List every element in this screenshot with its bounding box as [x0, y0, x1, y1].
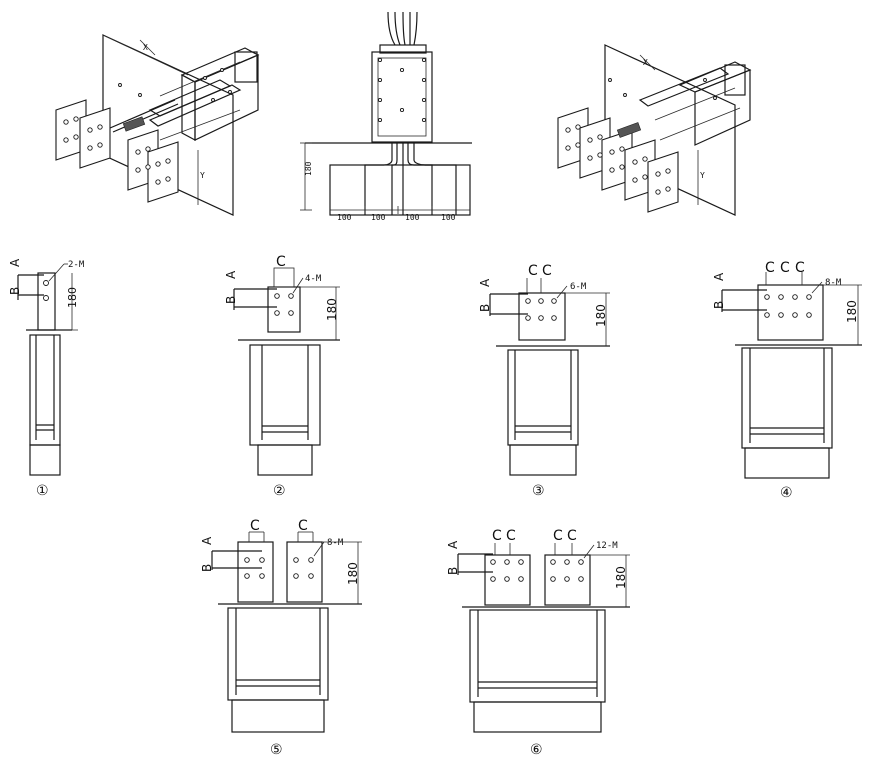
- callout-label: 2-M: [68, 260, 85, 270]
- phase-a-label: A: [8, 258, 22, 267]
- height-label: 180: [594, 304, 608, 327]
- elevation-view-center: 180 100 100 100 100: [300, 11, 472, 222]
- axis-x-label: X: [143, 43, 148, 52]
- callout-label: 8-M: [327, 538, 344, 548]
- callout-label: 8-M: [825, 278, 842, 288]
- height-label: 180: [614, 566, 628, 589]
- c-label-4: C: [567, 528, 577, 544]
- phase-b-label: B: [478, 304, 492, 312]
- callout-label: 4-M: [305, 274, 322, 284]
- isometric-view-left: X Y: [55, 34, 260, 216]
- c-label-1: C: [492, 528, 502, 544]
- c-label-2: C: [298, 518, 308, 534]
- height-label: 180: [325, 298, 339, 321]
- center-dim-3: 100: [405, 213, 420, 222]
- detail-number: ⑤: [270, 742, 283, 758]
- phase-b-label: B: [8, 287, 22, 295]
- detail-number: ③: [532, 483, 545, 499]
- c-label-1: C: [528, 263, 538, 279]
- height-label: 180: [66, 287, 79, 308]
- c-label-3: C: [795, 260, 805, 276]
- detail-5: C C A B 8-M 180 ⑤: [200, 518, 362, 758]
- axis-y-label-right: Y: [700, 171, 705, 180]
- c-label-1: C: [765, 260, 775, 276]
- c-label: C: [276, 254, 286, 270]
- center-dim-1: 100: [337, 213, 352, 222]
- axis-y-label: Y: [200, 171, 205, 180]
- c-label-3: C: [553, 528, 563, 544]
- center-dim-4: 100: [441, 213, 456, 222]
- phase-b-label: B: [224, 296, 238, 304]
- phase-a-label: A: [712, 272, 726, 281]
- phase-a-label: A: [200, 536, 214, 545]
- detail-3: C C A B 6-M 180 ③: [478, 263, 610, 499]
- phase-a-label: A: [224, 270, 238, 279]
- phase-b-label: B: [446, 567, 460, 575]
- callout-label: 6-M: [570, 282, 587, 292]
- axis-x-label-right: X: [643, 58, 648, 67]
- c-label-2: C: [542, 263, 552, 279]
- detail-4: C C C A B 8-M 180 ④: [712, 260, 862, 501]
- phase-b-label: B: [712, 301, 726, 309]
- isometric-view-right: X Y: [557, 44, 752, 216]
- detail-number: ④: [780, 485, 793, 501]
- c-label-1: C: [250, 518, 260, 534]
- callout-label: 12-M: [596, 541, 618, 551]
- detail-number: ①: [36, 483, 49, 499]
- detail-number: ②: [273, 483, 286, 499]
- height-label: 180: [845, 300, 859, 323]
- phase-b-label: B: [200, 564, 214, 572]
- center-dim-2: 100: [371, 213, 386, 222]
- height-label: 180: [346, 562, 360, 585]
- c-label-2: C: [780, 260, 790, 276]
- detail-6: C C C C A B 12-M 180 ⑥: [446, 528, 630, 758]
- phase-a-label: A: [446, 540, 460, 549]
- detail-number: ⑥: [530, 742, 543, 758]
- center-height-dim: 180: [304, 161, 313, 176]
- detail-1: A B 2-M 180 ①: [8, 258, 85, 499]
- c-label-2: C: [506, 528, 516, 544]
- phase-a-label: A: [478, 278, 492, 287]
- detail-2: C A B 4-M 180 ②: [224, 254, 340, 499]
